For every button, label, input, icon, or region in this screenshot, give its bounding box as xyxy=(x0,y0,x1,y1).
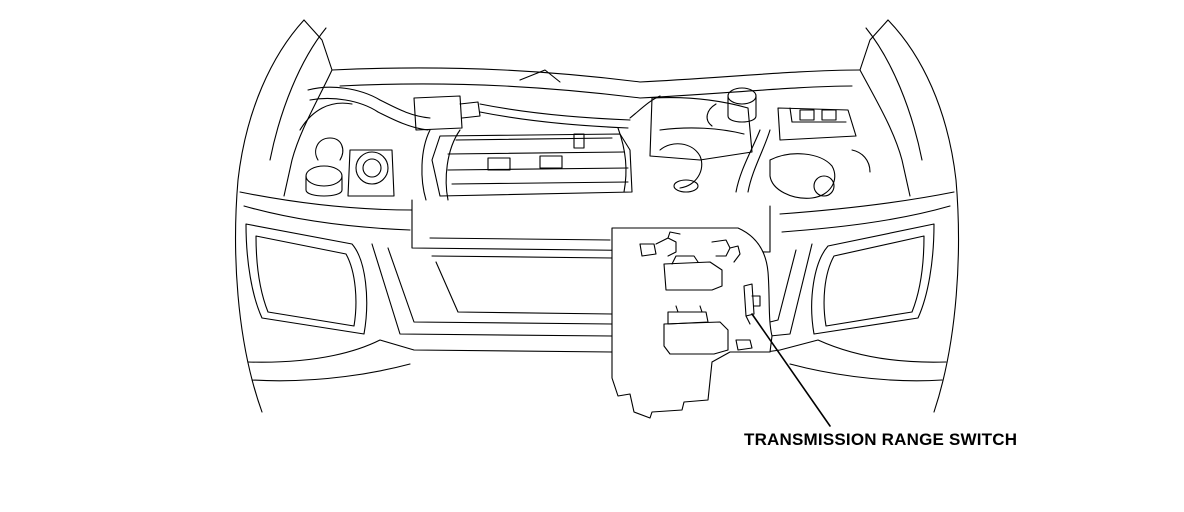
callout-leader-line xyxy=(751,313,831,427)
engine-components xyxy=(299,86,871,201)
vehicle-front-outline xyxy=(235,19,960,413)
transmission-housing xyxy=(611,227,773,419)
front-grille xyxy=(371,243,813,337)
left-headlight xyxy=(245,223,368,335)
transmission-range-switch-label: TRANSMISSION RANGE SWITCH xyxy=(744,430,1018,449)
right-headlight xyxy=(811,223,935,335)
